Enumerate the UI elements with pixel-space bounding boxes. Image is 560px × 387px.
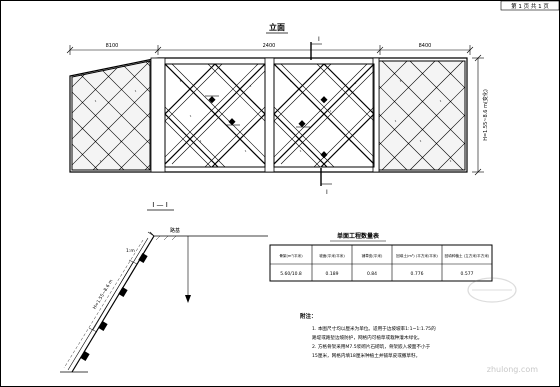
section-title: I — I [152,201,168,209]
elevation-title: 立面 [269,22,285,32]
table-cell-3: 0.776 [411,271,424,277]
note-line-2: 路堤或路堑边坡防护，网格内可植草或栽种灌木绿化。 [312,334,422,341]
table-header-3: 回填土(m³) (平方米/平米) [396,253,438,258]
right-dimension [472,54,484,176]
section-mark-top-label: I [318,36,320,43]
table-header-2: 铺草皮(平米) [362,253,383,258]
table-cell-4: 0.577 [461,271,474,277]
vertical-dim-label: H=1.55~8.6 m(变化) [482,89,489,141]
table-title: 单面工程数量表 [337,232,380,240]
dim-left: 8100 [106,43,119,49]
lattice-panel-1 [164,63,266,168]
quantity-table [269,244,493,282]
note-line-1: 1. 本图尺寸均以厘米为单位。适用于边坡坡率1:1~1:1.75的 [312,325,436,332]
table-cell-2: 0.84 [367,271,377,277]
frame-column-2 [264,57,275,173]
table-cell-0: 5.60/10.8 [280,271,302,277]
section-profile [60,231,268,373]
frame-column-1 [150,57,166,173]
page-label: 第 1 页 共 1 页 [511,2,549,10]
elevation-outline [69,57,468,173]
dim-middle: 2400 [263,43,276,49]
section-mark-top [310,42,322,60]
lattice-panel-2 [273,63,375,168]
table-cell-1: 0.189 [326,271,339,277]
watermark-text: zhulong.com [487,365,538,374]
panel-speckle [94,79,452,163]
section-top-label: 路基 [170,227,180,234]
note-line-4: 15厘米，网格内填18厘米种植土并铺草皮或撒草籽。 [312,352,420,359]
watermark-logo [467,277,517,303]
anchor-markers [205,95,328,159]
notes-heading: 附注： [300,312,317,320]
table-header-0: 骨架(m³/平米) [279,253,303,258]
end-panel-right-hatch [379,61,465,170]
section-mark-bottom [320,168,332,186]
note-line-3: 2. 方格骨架采用M7.5浆砌片石砌筑，骨架嵌入坡面不小于 [312,343,431,350]
slope-ratio: 1:m [126,248,135,254]
table-header-4: 回填种植土 (立方米/平方米) [445,253,490,258]
slope-label: H=1.55~8.6 m [92,278,115,310]
end-panel-left [71,60,151,171]
section-mark-bottom-label: I [326,189,328,196]
dim-right: 8400 [419,43,432,49]
table-header-1: 坡面(平米/平米) [319,253,345,258]
page-label-box [500,0,560,11]
end-panel-left-hatch [72,61,150,170]
top-dimension [66,45,474,55]
